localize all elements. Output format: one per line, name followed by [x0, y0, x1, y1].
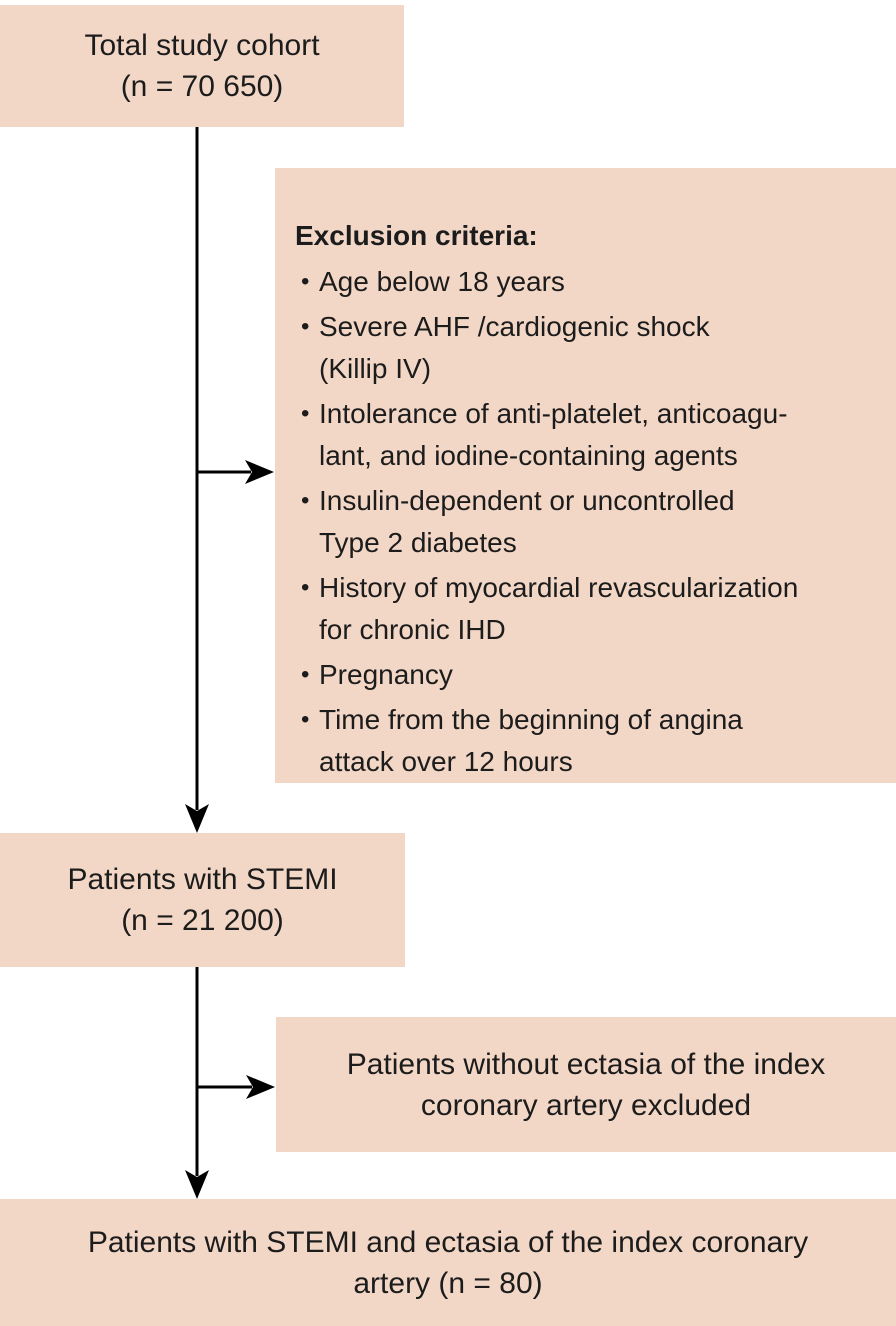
arrowhead-down-final	[185, 1170, 209, 1199]
exclusion-item: • History of myocardial revascularization…	[295, 567, 878, 651]
bullet-icon: •	[301, 400, 310, 427]
node-total-cohort: Total study cohort (n = 70 650)	[0, 5, 404, 127]
node-no-ectasia-excluded: Patients without ectasia of the index co…	[276, 1017, 896, 1152]
exclusion-item-label: Severe AHF /cardiogenic shock (Killip IV…	[319, 311, 710, 384]
exclusion-item: • Age below 18 years	[295, 261, 878, 303]
node-stemi: Patients with STEMI (n = 21 200)	[0, 833, 405, 967]
node-no-ectasia-label: Patients without ectasia of the index co…	[346, 1047, 826, 1122]
exclusion-item: • Severe AHF /cardiogenic shock (Killip I…	[295, 306, 878, 390]
exclusion-list: • Age below 18 years • Severe AHF /cardioge…	[295, 261, 878, 783]
exclusion-item-label: History of myocardial revascularization …	[319, 572, 799, 645]
bullet-icon: •	[301, 661, 310, 688]
bullet-icon: •	[301, 574, 310, 601]
arrowhead-down-stemi	[185, 804, 209, 833]
exclusion-item: • Intolerance of anti-platelet, anticoagu…	[295, 393, 878, 477]
bullet-icon: •	[301, 268, 310, 295]
exclusion-item: • Time from the beginning of angina attac…	[295, 699, 878, 783]
exclusion-item-label: Pregnancy	[319, 659, 453, 690]
exclusion-item: • Pregnancy	[295, 654, 878, 696]
exclusion-item-label: Age below 18 years	[319, 266, 565, 297]
exclusion-item-label: Time from the beginning of angina attack…	[319, 704, 743, 777]
node-total-cohort-label: Total study cohort (n = 70 650)	[84, 29, 320, 103]
bullet-icon: •	[301, 706, 310, 733]
arrowhead-right-no-ectasia	[246, 1075, 275, 1099]
node-final-cohort-label: Patients with STEMI and ectasia of the i…	[87, 1225, 809, 1300]
exclusion-heading: Exclusion criteria:	[295, 220, 538, 251]
exclusion-item-label: Insulin-dependent or uncontrolled Type 2…	[319, 485, 735, 558]
exclusion-item-label: Intolerance of anti-platelet, anticoagu-…	[319, 398, 788, 471]
node-exclusion-criteria: Exclusion criteria: •Age below 18 years•…	[275, 168, 896, 783]
bullet-icon: •	[301, 313, 310, 340]
node-final-cohort: Patients with STEMI and ectasia of the i…	[0, 1199, 896, 1326]
arrowhead-right-exclusion	[245, 460, 274, 484]
exclusion-item: • Insulin-dependent or uncontrolled Type …	[295, 480, 878, 564]
node-stemi-label: Patients with STEMI (n = 21 200)	[67, 863, 338, 937]
bullet-icon: •	[301, 487, 310, 514]
